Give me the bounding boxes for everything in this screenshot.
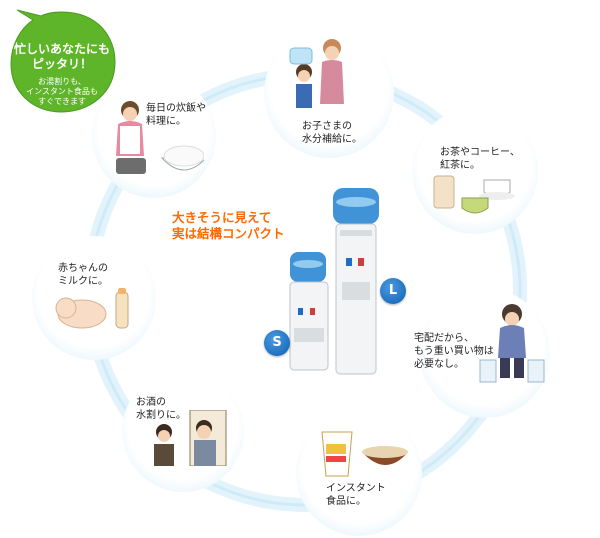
tea-cups-illustration	[433, 175, 515, 214]
rice-cooking-illustration	[116, 101, 204, 174]
compact-headline: 大きそうに見えて 実は結構コンパクト	[172, 210, 285, 241]
scene-rice-bubble	[92, 74, 216, 198]
water-server-products	[289, 188, 379, 375]
caption-child: お子さまの 水分補給に。	[302, 121, 362, 145]
heavy-bags-illustration	[479, 304, 545, 383]
promo-badge-shape	[10, 9, 116, 113]
child-drinking-illustration	[289, 39, 344, 108]
size-large-badge: L	[380, 278, 406, 304]
caption-baby: 赤ちゃんの ミルクに。	[58, 263, 108, 287]
scene-instant-bubble	[296, 410, 422, 536]
caption-tea: お茶やコーヒー、 紅茶に。	[440, 147, 520, 171]
caption-delivery: 宅配だから、 もう重い買い物は 必要なし。	[414, 333, 494, 370]
size-small-badge: S	[264, 330, 290, 356]
caption-sake: お酒の 水割りに。	[136, 397, 186, 421]
caption-rice: 毎日の炊飯や 料理に。	[146, 103, 206, 127]
promo-badge-title: 忙しいあなたにも ピッタリ！	[13, 42, 110, 71]
promo-badge-subtitle: お湯割りも、 インスタント食品も すぐできます	[26, 77, 98, 106]
caption-instant: インスタント 食品に。	[326, 483, 386, 507]
sake-couple-illustration	[154, 410, 227, 466]
instant-food-illustration	[321, 431, 408, 477]
scene-baby-bubble	[32, 236, 156, 360]
scene-delivery-bubble	[420, 288, 550, 418]
baby-illustration	[55, 288, 129, 329]
